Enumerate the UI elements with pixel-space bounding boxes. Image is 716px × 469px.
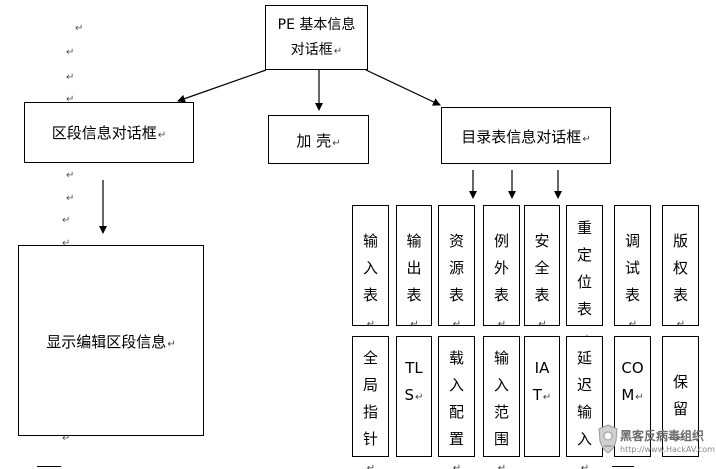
import-table-box: 输入表 ↵: [352, 205, 389, 330]
pe-basic-info-dialog-box: PE 基本信息对话框↵: [265, 5, 368, 70]
security-table-label: 安全表: [534, 232, 550, 304]
bound-import-box: 输入范围 ↵: [483, 336, 520, 469]
load-config-box: 载入配置 ↵: [438, 336, 475, 469]
com-box: COM↵: [614, 336, 651, 457]
export-table-box: 输出表 ↵: [396, 205, 432, 330]
watermark-title: 黑客反病毒组织: [620, 429, 705, 443]
return-mark: ↵: [676, 319, 686, 330]
resource-table-label: 资源表: [448, 232, 464, 304]
return-mark: ↵: [580, 463, 590, 469]
margin-return-mark: ↵: [66, 72, 75, 83]
return-mark: ↵: [333, 46, 343, 57]
section-info-dialog-label: 区段信息对话框: [51, 124, 157, 142]
return-mark: ↵: [538, 319, 547, 330]
return-mark: ↵: [452, 319, 462, 330]
copyright-table-box: 版权表 ↵: [662, 205, 699, 330]
margin-return-mark: ↵: [66, 47, 75, 58]
tls-label: TLS: [404, 359, 423, 404]
return-mark: ↵: [497, 463, 507, 469]
exception-table-box: 例外表 ↵: [483, 205, 520, 330]
directory-table-info-dialog-label: 目录表信息对话框: [461, 128, 582, 146]
bottom-stub-line: [37, 466, 61, 467]
iat-box: IAT↵: [524, 336, 560, 457]
bottom-stub-line: [612, 466, 634, 467]
copyright-table-label: 版权表: [672, 232, 688, 304]
margin-return-mark: ↵: [75, 23, 84, 34]
reserved-box: 保留 ↵: [662, 336, 699, 457]
relocation-table-box: 重定位表↵: [566, 205, 603, 344]
return-mark: ↵: [410, 319, 419, 330]
debug-table-box: 调试表 ↵: [614, 205, 651, 330]
return-mark: ↵: [542, 392, 552, 403]
return-mark: ↵: [452, 463, 462, 469]
section-info-dialog-box: 区段信息对话框↵: [24, 102, 194, 163]
return-mark: ↵: [366, 463, 376, 469]
return-mark: ↵: [415, 392, 424, 403]
iat-label: IAT: [532, 359, 550, 404]
return-mark: ↵: [628, 319, 638, 330]
return-mark: ↵: [332, 138, 341, 149]
com-label: COM: [621, 359, 644, 404]
margin-return-mark: ↵: [66, 170, 75, 181]
add-shell-label: 加 壳: [296, 132, 332, 150]
margin-return-mark: ↵: [62, 433, 71, 444]
directory-table-info-dialog-box: 目录表信息对话框↵: [441, 107, 611, 164]
arrow-root-to-left: [177, 69, 267, 103]
load-config-label: 载入配置: [448, 349, 464, 448]
margin-return-mark: ↵: [66, 193, 75, 204]
reserved-label: 保留: [672, 373, 688, 418]
margin-return-mark: ↵: [62, 238, 71, 249]
security-table-box: 安全表 ↵: [524, 205, 560, 330]
add-shell-box: 加 壳↵: [268, 115, 369, 164]
margin-return-mark: ↵: [66, 94, 75, 105]
relocation-table-label: 重定位表: [576, 219, 592, 318]
global-pointer-label: 全局指针: [362, 349, 378, 448]
tls-box: TLS↵: [396, 336, 432, 457]
return-mark: ↵: [366, 319, 376, 330]
delay-import-box: 延迟输入 ↵: [566, 336, 603, 469]
pe-basic-info-dialog-label: PE 基本信息对话框: [277, 17, 356, 58]
import-table-label: 输入表: [362, 232, 378, 304]
return-mark: ↵: [635, 392, 644, 403]
delay-import-label: 延迟输入: [576, 349, 592, 448]
bound-import-label: 输入范围: [493, 349, 509, 448]
debug-table-label: 调试表: [624, 232, 640, 304]
arrow-root-to-right: [365, 69, 441, 106]
return-mark: ↵: [582, 134, 591, 145]
margin-return-mark: ↵: [62, 215, 71, 226]
watermark: 黑客反病毒组织 http://www.HackAV.com: [598, 418, 715, 466]
return-mark: ↵: [676, 433, 686, 444]
shield-logo-icon: [598, 424, 618, 454]
return-mark: ↵: [157, 130, 167, 141]
return-mark: ↵: [167, 339, 176, 350]
global-pointer-box: 全局指针 ↵: [352, 336, 389, 469]
export-table-label: 输出表: [406, 232, 422, 304]
exception-table-label: 例外表: [493, 232, 509, 304]
section-info-edit-box: 显示编辑区段信息↵: [18, 245, 204, 436]
resource-table-box: 资源表 ↵: [438, 205, 475, 330]
section-info-edit-label: 显示编辑区段信息: [46, 333, 167, 351]
return-mark: ↵: [497, 319, 507, 330]
watermark-url: http://www.HackAV.com: [620, 445, 715, 454]
